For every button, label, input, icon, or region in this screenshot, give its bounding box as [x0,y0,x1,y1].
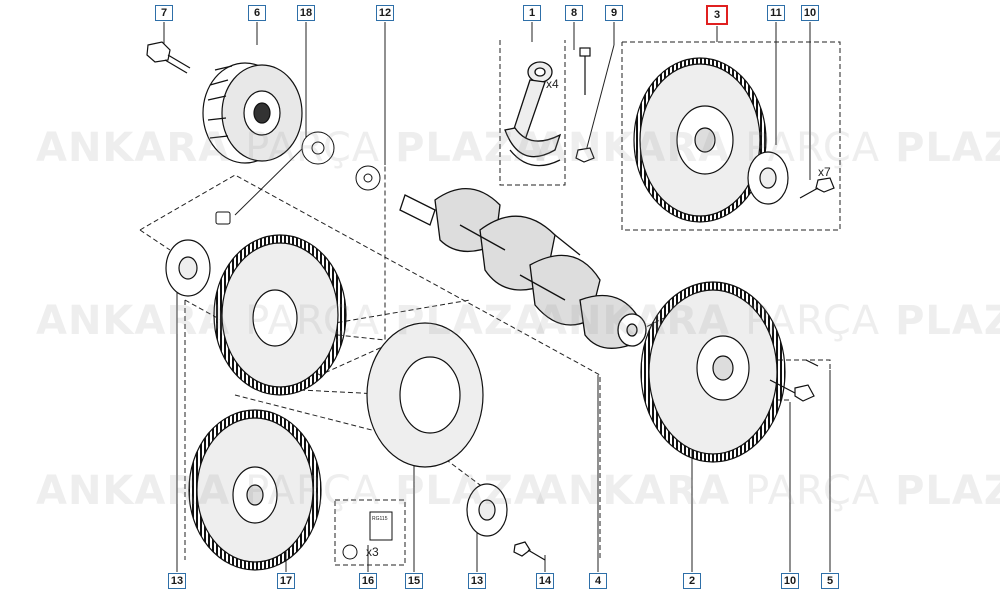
callout-7: 7 [155,5,173,21]
crankshaft-part [399,187,647,349]
callout-15: 15 [405,573,423,589]
rod-bolt-part [575,47,595,163]
watermark-row-3b: ANKARA PARÇA PLAZA [536,468,1000,514]
manual-label: RG115 [372,516,388,522]
callout-13-left: 13 [168,573,186,589]
callout-10-top: 10 [801,5,819,21]
watermark-row-1b: ANKARA PARÇA PLAZA [536,125,1000,171]
callout-17: 17 [277,573,295,589]
manual-and-nut-part [342,511,393,560]
callout-3-highlighted: 3 [706,5,728,25]
callout-4: 4 [589,573,607,589]
connecting-rod-part [504,61,562,167]
drive-plate-part [366,322,484,468]
callout-16: 16 [359,573,377,589]
callout-18: 18 [297,5,315,21]
left-flywheel-part [165,234,347,396]
pulley-bolt-part [146,41,191,74]
watermark-row-1: ANKARA PARÇA PLAZA [36,125,546,171]
nut-quantity-label: x3 [366,545,379,559]
callout-6: 6 [248,5,266,21]
bolt-quantity-label: x7 [818,165,831,179]
callout-9: 9 [605,5,623,21]
shim-plate-part [466,483,546,561]
callout-1: 1 [523,5,541,21]
callout-5: 5 [821,573,839,589]
watermark-row-2: ANKARA PARÇA PLAZA [36,298,546,344]
lower-flywheel-part [188,409,322,571]
rod-quantity-label: x4 [546,77,559,91]
flywheel-assembly-part [633,57,835,223]
callout-2: 2 [683,573,701,589]
callout-13-right: 13 [468,573,486,589]
watermark-row-3: ANKARA PARÇA PLAZA [36,468,546,514]
pulley-part [202,62,303,164]
callout-14: 14 [536,573,554,589]
callout-12: 12 [376,5,394,21]
callout-11: 11 [767,5,785,21]
flywheel-part [640,281,819,463]
watermark-row-2b: ANKARA PARÇA PLAZA [536,298,1000,344]
callout-8: 8 [565,5,583,21]
timing-sprocket-parts [215,131,381,225]
callout-10-bottom: 10 [781,573,799,589]
